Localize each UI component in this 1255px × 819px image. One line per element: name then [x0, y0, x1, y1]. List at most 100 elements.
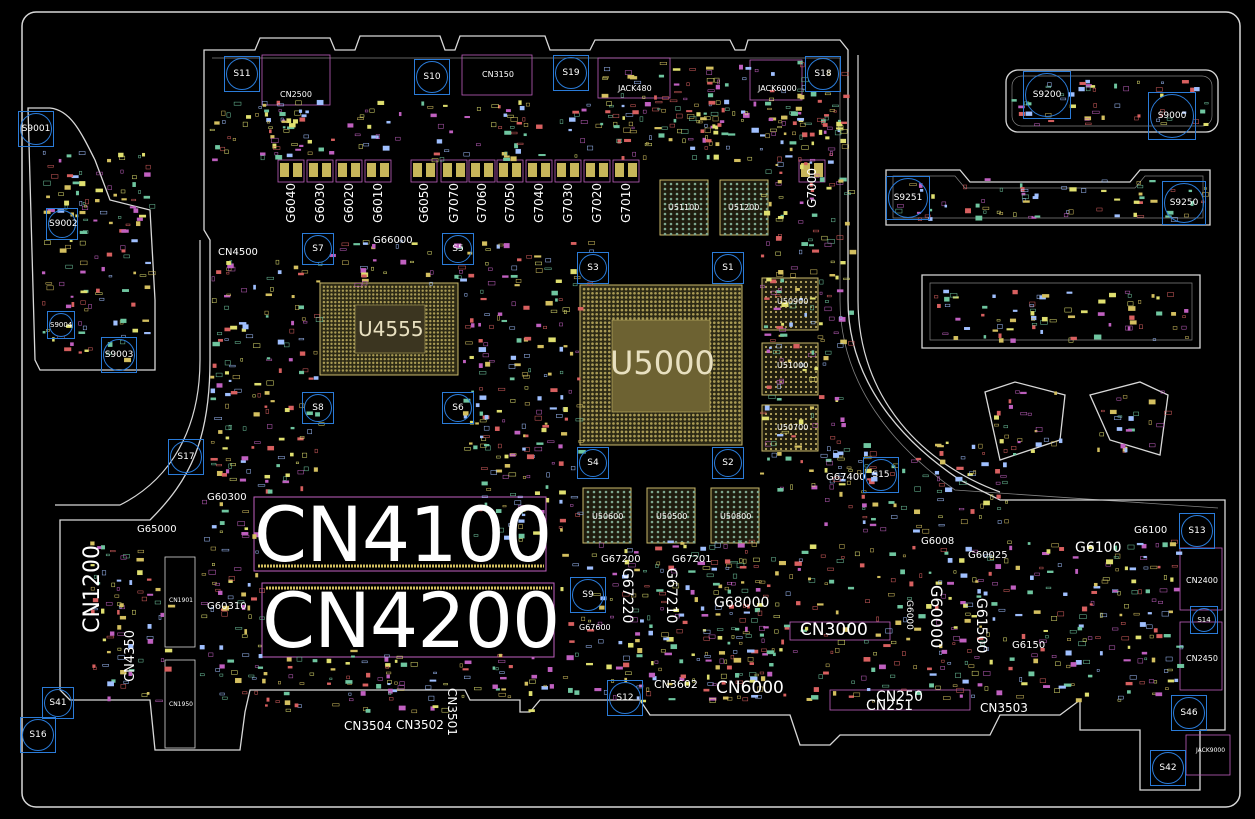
cn1950-label: CN1950 [169, 701, 193, 708]
mounting-hole: S46 [1173, 697, 1205, 729]
vertical-part-label: G7000 [805, 168, 819, 208]
u4555-label: U4555 [358, 317, 424, 341]
mounting-hole: S12 [609, 682, 641, 714]
hole-label: S18 [814, 69, 832, 79]
smd-components [41, 60, 1209, 714]
cn1901-label: CN1901 [169, 597, 193, 604]
hole-frame [302, 392, 334, 424]
g65000-label: G65000 [137, 524, 177, 535]
cn251-label: CN251 [866, 698, 913, 714]
g68000-label: G68000 [714, 595, 770, 611]
hole-label: S16 [29, 730, 47, 740]
u50900-label: U50900 [777, 297, 809, 306]
u50800-label: U50800 [720, 512, 752, 521]
g60310-label: G60310 [207, 601, 247, 612]
cn3000-label: CN3000 [800, 620, 868, 640]
hole-label: S1 [722, 263, 734, 273]
cn1200-label: CN1200 [80, 545, 105, 633]
right-mid-bar [885, 169, 1211, 226]
mounting-hole: S2 [714, 449, 742, 477]
right-small-board-2 [1089, 381, 1169, 456]
hole-frame [18, 111, 54, 147]
mounting-hole: S17 [170, 441, 202, 473]
jack6000-label: JACK6000 [758, 84, 797, 93]
cn1901-box [164, 556, 196, 648]
vertical-part-label: G6010 [371, 183, 385, 223]
mounting-hole: S9001 [20, 113, 52, 145]
hole-label: S10 [423, 72, 441, 82]
g-part-row [277, 159, 826, 183]
mounting-hole: S1 [714, 254, 742, 282]
mounting-hole: S9 [572, 579, 604, 611]
hole-frame [101, 337, 137, 373]
right-low-bar-inner [929, 282, 1193, 341]
mounting-hole: S9000 [1150, 94, 1194, 138]
vertical-part-label: G7050 [503, 183, 517, 223]
u51000-label: U51000 [777, 361, 809, 370]
cn6000-label: CN6000 [716, 678, 784, 698]
vertical-part-label: G7040 [532, 183, 546, 223]
mounting-hole: S9250 [1164, 183, 1204, 223]
cn250-label: CN250 [876, 689, 923, 705]
mounting-hole: S41 [44, 689, 72, 717]
cn1950-box [164, 659, 196, 749]
jack480-box [597, 57, 671, 99]
cn3503-label: CN3503 [980, 701, 1028, 715]
hole-label: S9002 [49, 219, 78, 229]
hole-label: S13 [1188, 526, 1206, 536]
hole-frame [1179, 513, 1215, 549]
hole-frame [47, 311, 75, 339]
g67600-label: G67600 [579, 623, 611, 632]
g66100-label: G6100 [1075, 540, 1122, 556]
u5000-die [611, 319, 711, 413]
hole-label: S41 [49, 698, 67, 708]
cn3602-label: CN3602 [654, 678, 698, 691]
g61500-label: G61500 [973, 598, 989, 654]
hole-frame [577, 447, 609, 479]
hole-label: S15 [872, 470, 890, 480]
vertical-part-label: G6050 [417, 183, 431, 223]
hole-frame [1162, 181, 1206, 225]
mounting-hole: S14 [1192, 608, 1216, 632]
hole-frame [577, 252, 609, 284]
mounting-hole: S16 [22, 719, 54, 751]
hole-label: S9001 [21, 124, 51, 134]
mounting-hole: S7 [304, 235, 332, 263]
hole-frame [414, 59, 450, 95]
hole-frame [20, 717, 56, 753]
mounting-hole: S10 [416, 61, 448, 93]
vertical-part-label: G7030 [561, 183, 575, 223]
hole-frame [886, 176, 930, 220]
mounting-hole: S9200 [1025, 73, 1069, 117]
cn250-box [829, 689, 971, 711]
g6100-small-label: G6100 [1134, 525, 1168, 536]
vertical-part-label: G6020 [342, 183, 356, 223]
u51100-label: U51100 [668, 203, 700, 212]
hole-label: S6 [452, 403, 464, 413]
hole-label: S8 [312, 403, 324, 413]
hole-frame [712, 252, 744, 284]
board-outline [21, 11, 1241, 808]
g66000-label: G66000 [373, 235, 413, 246]
hole-label: S46 [1180, 708, 1198, 718]
cn3502-label: CN3502 [396, 718, 444, 732]
hole-frame [168, 439, 204, 475]
mounting-hole: S11 [226, 58, 258, 90]
hole-frame [1190, 606, 1218, 634]
cn3501-label: CN3501 [445, 688, 459, 736]
hole-label: S9 [582, 590, 594, 600]
hole-frame [1150, 750, 1186, 786]
hole-frame [442, 392, 474, 424]
hole-label: S5 [452, 244, 464, 254]
hole-label: S9000 [1157, 111, 1187, 121]
hole-frame [1171, 695, 1207, 731]
mounting-hole: S15 [865, 459, 897, 491]
cn4200-label: CN4200 [262, 576, 560, 665]
g60300-label: G60300 [207, 492, 247, 503]
main-board-curve [857, 55, 1001, 493]
mainboard-inner-outline [212, 57, 1219, 509]
hole-label: S42 [1159, 763, 1177, 773]
cn3000-box [789, 621, 891, 641]
mounting-hole: S6 [444, 394, 472, 422]
